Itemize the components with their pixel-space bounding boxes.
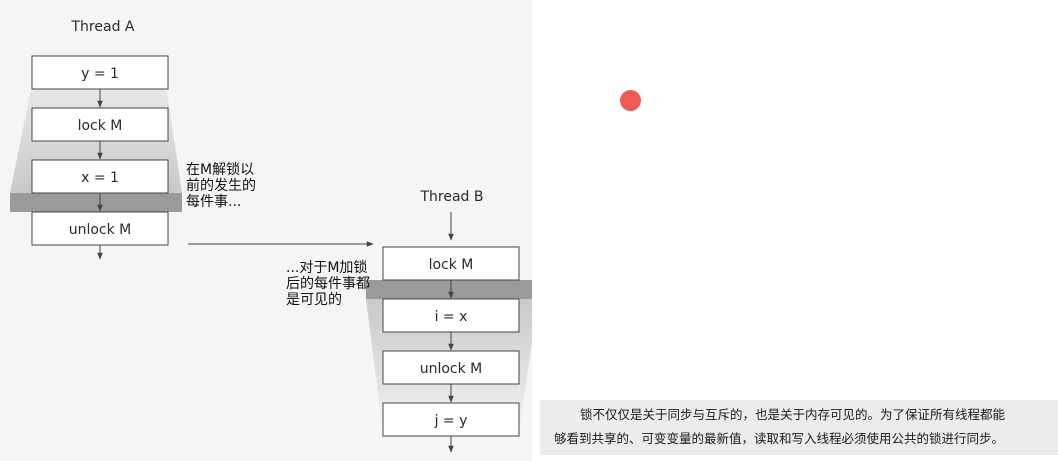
thread-a-step: lock M bbox=[31, 107, 169, 142]
thread-a-release-band bbox=[10, 193, 182, 212]
svg-text:lock M: lock M bbox=[429, 257, 474, 273]
svg-text:...对于M加锁: ...对于M加锁 bbox=[286, 260, 367, 276]
svg-text:j = y: j = y bbox=[434, 413, 468, 429]
thread-b-title: Thread B bbox=[419, 189, 483, 205]
thread-b-step: lock M bbox=[382, 246, 520, 281]
thread-b-step: j = y bbox=[382, 402, 520, 437]
svg-text:lock M: lock M bbox=[78, 118, 123, 134]
svg-text:后的每件事都: 后的每件事都 bbox=[286, 276, 370, 292]
svg-text:是可见的: 是可见的 bbox=[286, 292, 342, 308]
thread-a-title: Thread A bbox=[71, 19, 135, 35]
annotation-after-lock: ...对于M加锁 后的每件事都 是可见的 bbox=[286, 260, 370, 308]
figure-panel: Thread A y = 1 lock M x = 1 unlock M bbox=[10, 19, 532, 453]
svg-text:每件事...: 每件事... bbox=[186, 194, 241, 210]
svg-text:x = 1: x = 1 bbox=[81, 170, 119, 186]
annotation-before-unlock: 在M解锁以 前的发生的 每件事... bbox=[186, 162, 256, 210]
caption-box: 锁不仅仅是关于同步与互斥的，也是关于内存可见的。为了保证所有线程都能 够看到共享… bbox=[540, 400, 1058, 455]
thread-a-step: y = 1 bbox=[31, 55, 169, 90]
svg-text:前的发生的: 前的发生的 bbox=[186, 177, 256, 194]
thread-a-step: unlock M bbox=[31, 211, 169, 246]
svg-text:unlock M: unlock M bbox=[420, 361, 483, 377]
thread-b-acquire-band bbox=[366, 280, 532, 299]
svg-text:i = x: i = x bbox=[435, 309, 468, 325]
caption-line: 锁不仅仅是关于同步与互斥的，也是关于内存可见的。为了保证所有线程都能 bbox=[580, 407, 1006, 422]
svg-text:unlock M: unlock M bbox=[69, 222, 132, 238]
pointer-marker bbox=[620, 90, 641, 111]
caption-line: 够看到共享的、可变变量的最新值，读取和写入线程必须使用公共的锁进行同步。 bbox=[554, 431, 1005, 446]
svg-text:在M解锁以: 在M解锁以 bbox=[186, 162, 254, 178]
svg-text:y = 1: y = 1 bbox=[81, 66, 119, 82]
thread-b-step: unlock M bbox=[382, 350, 520, 385]
thread-b-step: i = x bbox=[382, 298, 520, 333]
thread-a-step: x = 1 bbox=[31, 159, 169, 194]
visibility-diagram: Thread A y = 1 lock M x = 1 unlock M bbox=[10, 19, 532, 453]
